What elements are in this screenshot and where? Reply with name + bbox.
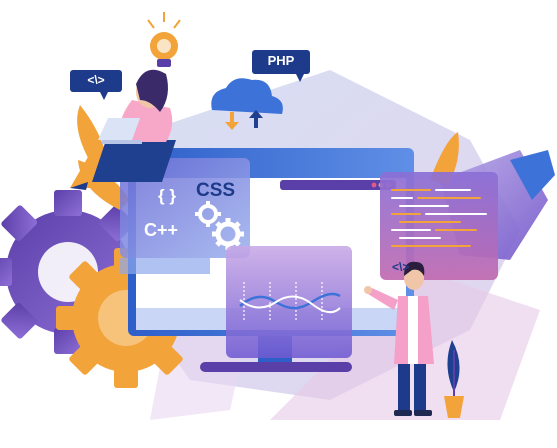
code-tag-bubble [70,70,122,100]
plant-icon [444,340,464,418]
php-bubble [252,50,310,82]
code-panel-right [380,172,498,280]
php-label: PHP [267,53,295,68]
gear-icon [195,201,221,227]
code-tag-label: <\> [87,73,105,87]
woman-with-laptop [70,69,176,190]
braces-label: { } [158,186,176,205]
man-presenting [364,261,434,416]
lightbulb-icon [147,12,181,67]
code-tag-right-label: <\> [392,260,410,274]
css-label: CSS [196,180,236,201]
cpp-label: C++ [144,220,179,240]
gear-icon [212,218,244,250]
chart-panel [226,246,352,358]
cloud-upload-icon [211,78,283,130]
